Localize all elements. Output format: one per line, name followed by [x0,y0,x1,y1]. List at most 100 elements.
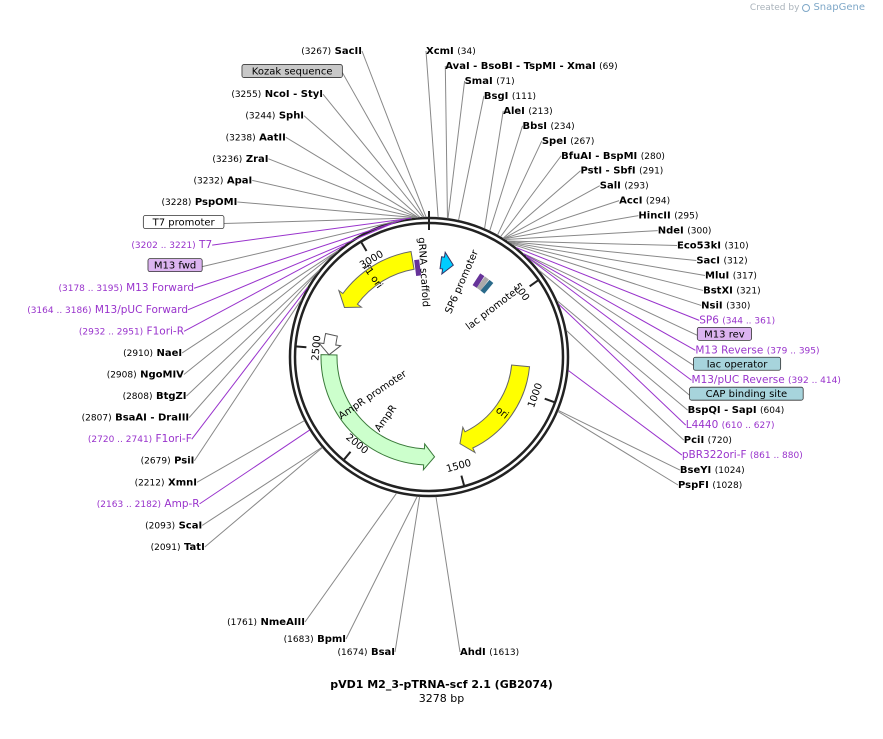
position-text: (111) [512,92,536,102]
name-text: BsaAI - DraIII [115,413,189,424]
feature-box [693,356,782,371]
label-leader-line [196,420,305,483]
map-label-m13-rev: M13 rev [522,252,752,341]
label-leader-line [503,200,620,240]
tick-mark [295,345,307,349]
feature-box [147,258,203,273]
map-label-sp6: SP6 (344 .. 361) [516,247,775,326]
feature-box-label: Kozak sequence [252,67,333,78]
position-text: (2091) [151,543,181,553]
name-text: pBR322ori-F [682,449,747,461]
position-text: (3255) [231,90,261,100]
label-leader-line [394,496,421,653]
name-text: SalI [600,181,621,192]
map-label-pbr322ori-f: pBR322ori-F (861 .. 880) [568,370,803,461]
map-label-bfuai-bspmi: BfuAI - BspMI (280) [500,151,665,237]
label-leader-line [193,218,405,289]
snapgene-credit: Created by SnapGene [750,2,865,13]
position-text: (1761) [227,618,257,628]
name-text: AccI [619,196,642,207]
position-text: (280) [641,152,665,162]
credit-prefix: Created by [749,2,800,13]
label-leader-line [187,219,402,311]
name-text: SphI [279,111,304,122]
map-label-zrai: (3236) ZraI [212,154,418,218]
position-text: (1674) [338,648,368,658]
map-label-m13-reverse: M13 Reverse (379 .. 395) [523,253,820,356]
map-label-t7: (3202 .. 3221) T7 [131,217,412,251]
label-leader-line [557,411,679,486]
map-label-eco53ki: Eco53kI (310) [507,240,749,252]
label-leader-line [497,140,543,236]
map-label-bsaai-draiii: (2807) BsaAI - DraIII [82,269,320,424]
position-text: (3164 .. 3186) [27,306,91,316]
map-label-nmeaiii: (1761) NmeAIII [227,492,397,628]
map-label-xcmi: XcmI (34) [425,46,476,218]
feature-lac-mark [476,276,489,291]
map-label-bbsi: BbsI (234) [489,121,575,231]
map-label-f1ori-f: (2720 .. 2741) F1ori-F [88,287,308,445]
label-leader-line [558,410,681,471]
map-label-cap-binding-site: CAP binding site [538,269,804,401]
feature-f1-ori-arrow [337,250,415,308]
name-text: F1ori-R [147,325,184,337]
enzyme-name: (2679) PsiI [141,456,195,467]
label-leader-line [322,93,424,218]
enzyme-name: AvaI - BsoBI - TspMI - XmaI (69) [445,61,617,72]
label-leader-line [268,158,418,218]
label-leader-line [505,230,658,241]
position-text: (379 .. 395) [767,346,820,356]
name-text: PspFI [678,480,709,491]
map-label-pspfi: PspFI (1028) [557,411,742,491]
position-text: (2212) [135,478,165,488]
map-label-sphi: (3244) SphI [245,111,421,218]
feature-ampr-arrow [320,354,436,472]
tick-label: 1000 [526,382,545,410]
feature-box-label: M13 rev [704,329,745,340]
position-text: (2932 .. 2951) [79,327,143,337]
position-text: (291) [639,167,663,177]
position-text: (344 .. 361) [722,316,775,326]
map-label-hincii: HincII (295) [503,211,698,240]
name-text: NdeI [658,226,684,237]
label-leader-line [489,125,524,231]
position-text: (861 .. 880) [750,451,803,461]
position-text: (294) [646,197,670,207]
enzyme-name: NdeI (300) [658,226,712,237]
map-label-m13-forward: (3178 .. 3195) M13 Forward [58,218,405,294]
enzyme-name: NsiI (330) [701,300,750,311]
tick-mark [460,475,466,487]
position-text: (312) [723,257,747,267]
feature-box-label: T7 promoter [152,218,216,229]
position-text: (295) [674,212,698,222]
enzyme-name: (2212) XmnI [135,477,197,488]
label-leader-line [511,243,702,306]
name-text: BstXI [703,285,733,296]
name-text: TatI [184,542,205,553]
name-text: HincII [638,211,670,222]
map-label-m13-puc-reverse: M13/pUC Reverse (392 .. 414) [526,256,841,386]
feature-box-label: CAP binding site [706,389,788,400]
enzyme-name: (3267) SacII [301,46,362,57]
label-leader-line [199,429,310,505]
label-leader-line [500,155,562,237]
enzyme-name: (2910) NaeI [123,348,182,359]
enzyme-name: BstXI (321) [703,285,760,296]
position-text: (234) [550,122,574,132]
name-text: PciI [684,435,704,446]
enzyme-name: (3236) ZraI [212,154,268,165]
enzyme-name: (2093) ScaI [145,520,202,531]
position-text: (720) [708,436,732,446]
map-label-m13-puc-forward: (3164 .. 3186) M13/pUC Forward [27,219,402,316]
map-label-nsii: NsiI (330) [511,243,750,311]
enzyme-name: (2808) BtgZI [123,391,187,402]
enzyme-name: (3244) SphI [245,111,304,122]
feature-box-label: lac operator [707,359,768,370]
map-label-ahdi: AhdI (1613) [435,496,519,658]
name-text: ApaI [227,175,252,186]
label-leader-line [212,217,412,246]
position-text: (321) [736,286,760,296]
label-leader-line [202,218,406,268]
name-text: Amp-R [164,498,199,510]
name-text: BpmI [317,634,346,645]
